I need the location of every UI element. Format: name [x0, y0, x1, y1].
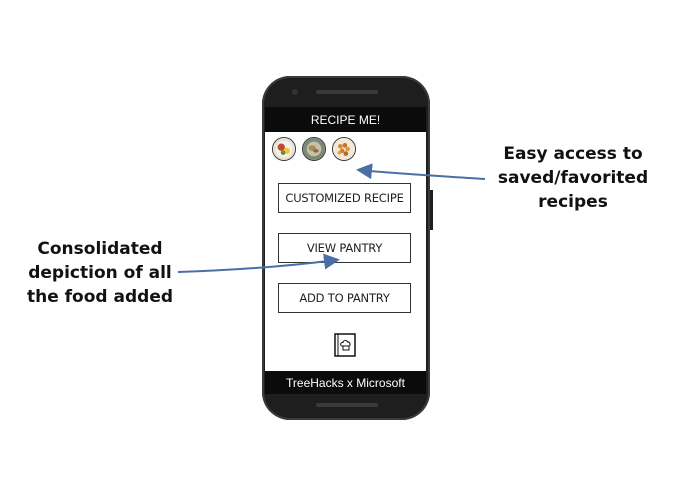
favorite-recipe-thumb-3[interactable] — [332, 137, 356, 161]
favorite-recipe-thumb-2[interactable] — [302, 137, 326, 161]
app-footer-bar: TreeHacks x Microsoft — [265, 371, 426, 394]
favorites-annotation-line-2: saved/favorited — [497, 168, 649, 188]
app-title: RECIPE ME! — [310, 112, 381, 127]
bottom-speaker — [316, 403, 378, 407]
view-pantry-button[interactable]: VIEW PANTRY — [278, 233, 411, 263]
pantry-annotation-line-1: Consolidated — [37, 239, 163, 259]
favorites-annotation-line-1: Easy access to — [503, 144, 643, 164]
add-to-pantry-label: ADD TO PANTRY — [299, 291, 390, 305]
favorites-annotation-line-3: recipes — [538, 192, 608, 212]
add-to-pantry-button[interactable]: ADD TO PANTRY — [278, 283, 411, 313]
pantry-annotation-line-3: the food added — [26, 287, 174, 307]
favorites-annotation: Easy access to saved/favorited recipes — [488, 142, 658, 214]
side-button — [430, 190, 433, 230]
pantry-annotation: Consolidated depiction of all the food a… — [20, 237, 180, 309]
view-pantry-label: VIEW PANTRY — [306, 241, 383, 255]
food-photo-icon — [333, 138, 355, 160]
front-camera — [292, 89, 298, 95]
food-photo-icon — [303, 138, 325, 160]
pantry-annotation-line-2: depiction of all — [28, 263, 172, 283]
food-photo-icon — [273, 138, 295, 160]
top-speaker — [316, 90, 378, 94]
favorite-recipe-thumb-1[interactable] — [272, 137, 296, 161]
app-title-bar: RECIPE ME! — [265, 107, 426, 132]
app-footer-text: TreeHacks x Microsoft — [286, 375, 405, 390]
customized-recipe-label: CUSTOMIZED RECIPE — [285, 191, 404, 205]
customized-recipe-button[interactable]: CUSTOMIZED RECIPE — [278, 183, 411, 213]
chef-hat-book-icon[interactable] — [334, 333, 356, 357]
